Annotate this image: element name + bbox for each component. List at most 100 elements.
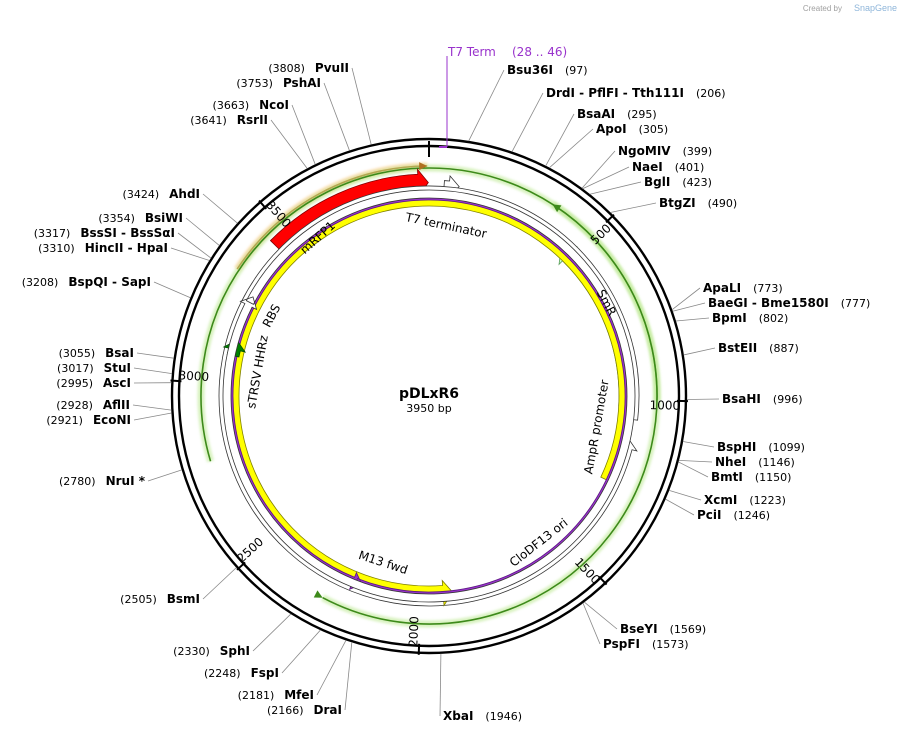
tick-label: 2500	[234, 535, 266, 566]
site-name: PvuII	[315, 61, 349, 75]
site-leader	[468, 69, 505, 142]
site-leader	[291, 104, 316, 165]
restriction-site: BssSI - BssSαI(3317)	[34, 226, 175, 240]
site-position: (2330)	[173, 645, 210, 658]
t7-term-name: T7 Term	[447, 45, 496, 59]
site-name: BsiWI	[145, 211, 183, 225]
site-position: (802)	[759, 312, 789, 325]
site-leader	[678, 459, 713, 463]
site-leader	[545, 113, 575, 167]
site-name: BssSI - BssSαI	[80, 226, 175, 240]
site-name: BaeGI - Bme1580I	[708, 296, 829, 310]
site-leader	[439, 653, 442, 717]
site-position: (2505)	[120, 593, 157, 606]
site-name: BseYI	[620, 622, 658, 636]
site-name: NruI *	[106, 474, 146, 488]
site-leader	[344, 642, 353, 711]
site-leader	[589, 181, 642, 195]
site-leader	[133, 412, 172, 421]
rbs-arrow	[222, 189, 636, 603]
site-name: BpmI	[712, 311, 747, 325]
credit-brand: SnapGene	[854, 3, 897, 13]
site-position: (2166)	[267, 704, 304, 717]
restriction-site: RsrII(3641)	[190, 113, 268, 127]
restriction-site: BstEII(887)	[718, 341, 799, 355]
t7-term-marker: T7 Term (28 .. 46)	[439, 45, 567, 148]
site-name: BsmI	[167, 592, 200, 606]
restriction-site: DrdI - PflFI - Tth111I(206)	[546, 86, 726, 100]
restriction-site: StuI(3017)	[57, 361, 131, 375]
tick-label: 3000	[178, 368, 209, 384]
site-name: ApoI	[596, 122, 627, 136]
site-leader	[270, 119, 308, 169]
site-position: (2181)	[238, 689, 275, 702]
restriction-site: NaeI(401)	[632, 160, 704, 174]
feature-label: M13 fwd	[357, 548, 410, 577]
site-position: (1569)	[670, 623, 707, 636]
site-name: BtgZI	[659, 196, 696, 210]
feature-label: AmpR promoter	[581, 379, 611, 475]
restriction-site: XcmI(1223)	[704, 493, 786, 507]
site-name: NheI	[715, 455, 746, 469]
site-position: (1150)	[755, 471, 792, 484]
restriction-site: BseYI (1569)	[620, 622, 706, 636]
site-position: (1946)	[485, 710, 522, 723]
site-position: (3055)	[59, 347, 96, 360]
feature-label: sTRSV HHRz	[244, 334, 271, 410]
site-position: (3424)	[123, 188, 160, 201]
site-name: DrdI - PflFI - Tth111I	[546, 86, 684, 100]
credit-prefix: Created by	[803, 4, 842, 13]
site-position: (3663)	[213, 99, 250, 112]
site-leader	[672, 302, 706, 312]
site-name: BmtI	[711, 470, 743, 484]
plasmid-length: 3950 bp	[406, 402, 451, 415]
restriction-site: ApaLI(773)	[703, 281, 783, 295]
site-name: SphI	[220, 644, 250, 658]
site-leader	[252, 613, 292, 652]
restriction-site: BsaHI(996)	[722, 392, 803, 406]
restriction-site: PshAI(3753)	[236, 76, 321, 90]
restriction-site: BsiWI(3354)	[98, 211, 183, 225]
site-leader	[281, 629, 321, 674]
site-leader	[582, 166, 630, 190]
site-position: (399)	[683, 145, 713, 158]
restriction-site: BaeGI - Bme1580I (777)	[708, 296, 870, 310]
site-name: EcoNI	[93, 413, 131, 427]
tick-mark	[598, 575, 608, 586]
site-name: AflII	[103, 398, 130, 412]
site-name: DraI	[314, 703, 342, 717]
site-position: (777)	[841, 297, 871, 310]
site-name: XbaI	[443, 709, 473, 723]
restriction-site: AhdI(3424)	[123, 187, 200, 201]
restriction-site: DraI (2166)	[267, 703, 342, 717]
restriction-site: NgoMIV (399)	[618, 144, 712, 158]
site-name: NgoMIV	[618, 144, 671, 158]
restriction-site: NheI(1146)	[715, 455, 795, 469]
site-name: BglI	[644, 175, 670, 189]
site-leader	[665, 498, 695, 516]
tick-mark	[258, 199, 268, 210]
site-position: (2995)	[56, 377, 93, 390]
tick-mark	[170, 379, 182, 383]
site-name: FspI	[251, 666, 279, 680]
site-position: (295)	[627, 108, 657, 121]
site-leader	[682, 441, 715, 448]
restriction-site: FspI(2248)	[204, 666, 279, 680]
restriction-site: BpmI (802)	[712, 311, 788, 325]
site-leader	[132, 404, 172, 411]
site-leader	[581, 150, 616, 189]
feature-label: RBS	[260, 302, 284, 330]
site-name: AscI	[103, 376, 131, 390]
site-name: BspQI - SapI	[68, 275, 151, 289]
lower-track	[200, 167, 658, 625]
site-leader	[351, 67, 372, 145]
site-name: HincII - HpaI	[85, 241, 168, 255]
site-position: (2780)	[59, 475, 96, 488]
site-name: PshAI	[283, 76, 321, 90]
restriction-site: XbaI (1946)	[443, 709, 522, 723]
site-leader	[511, 92, 544, 152]
tick-mark	[605, 213, 615, 224]
site-position: (401)	[675, 161, 705, 174]
site-position: (3641)	[190, 114, 227, 127]
feature-tracks	[197, 162, 661, 628]
